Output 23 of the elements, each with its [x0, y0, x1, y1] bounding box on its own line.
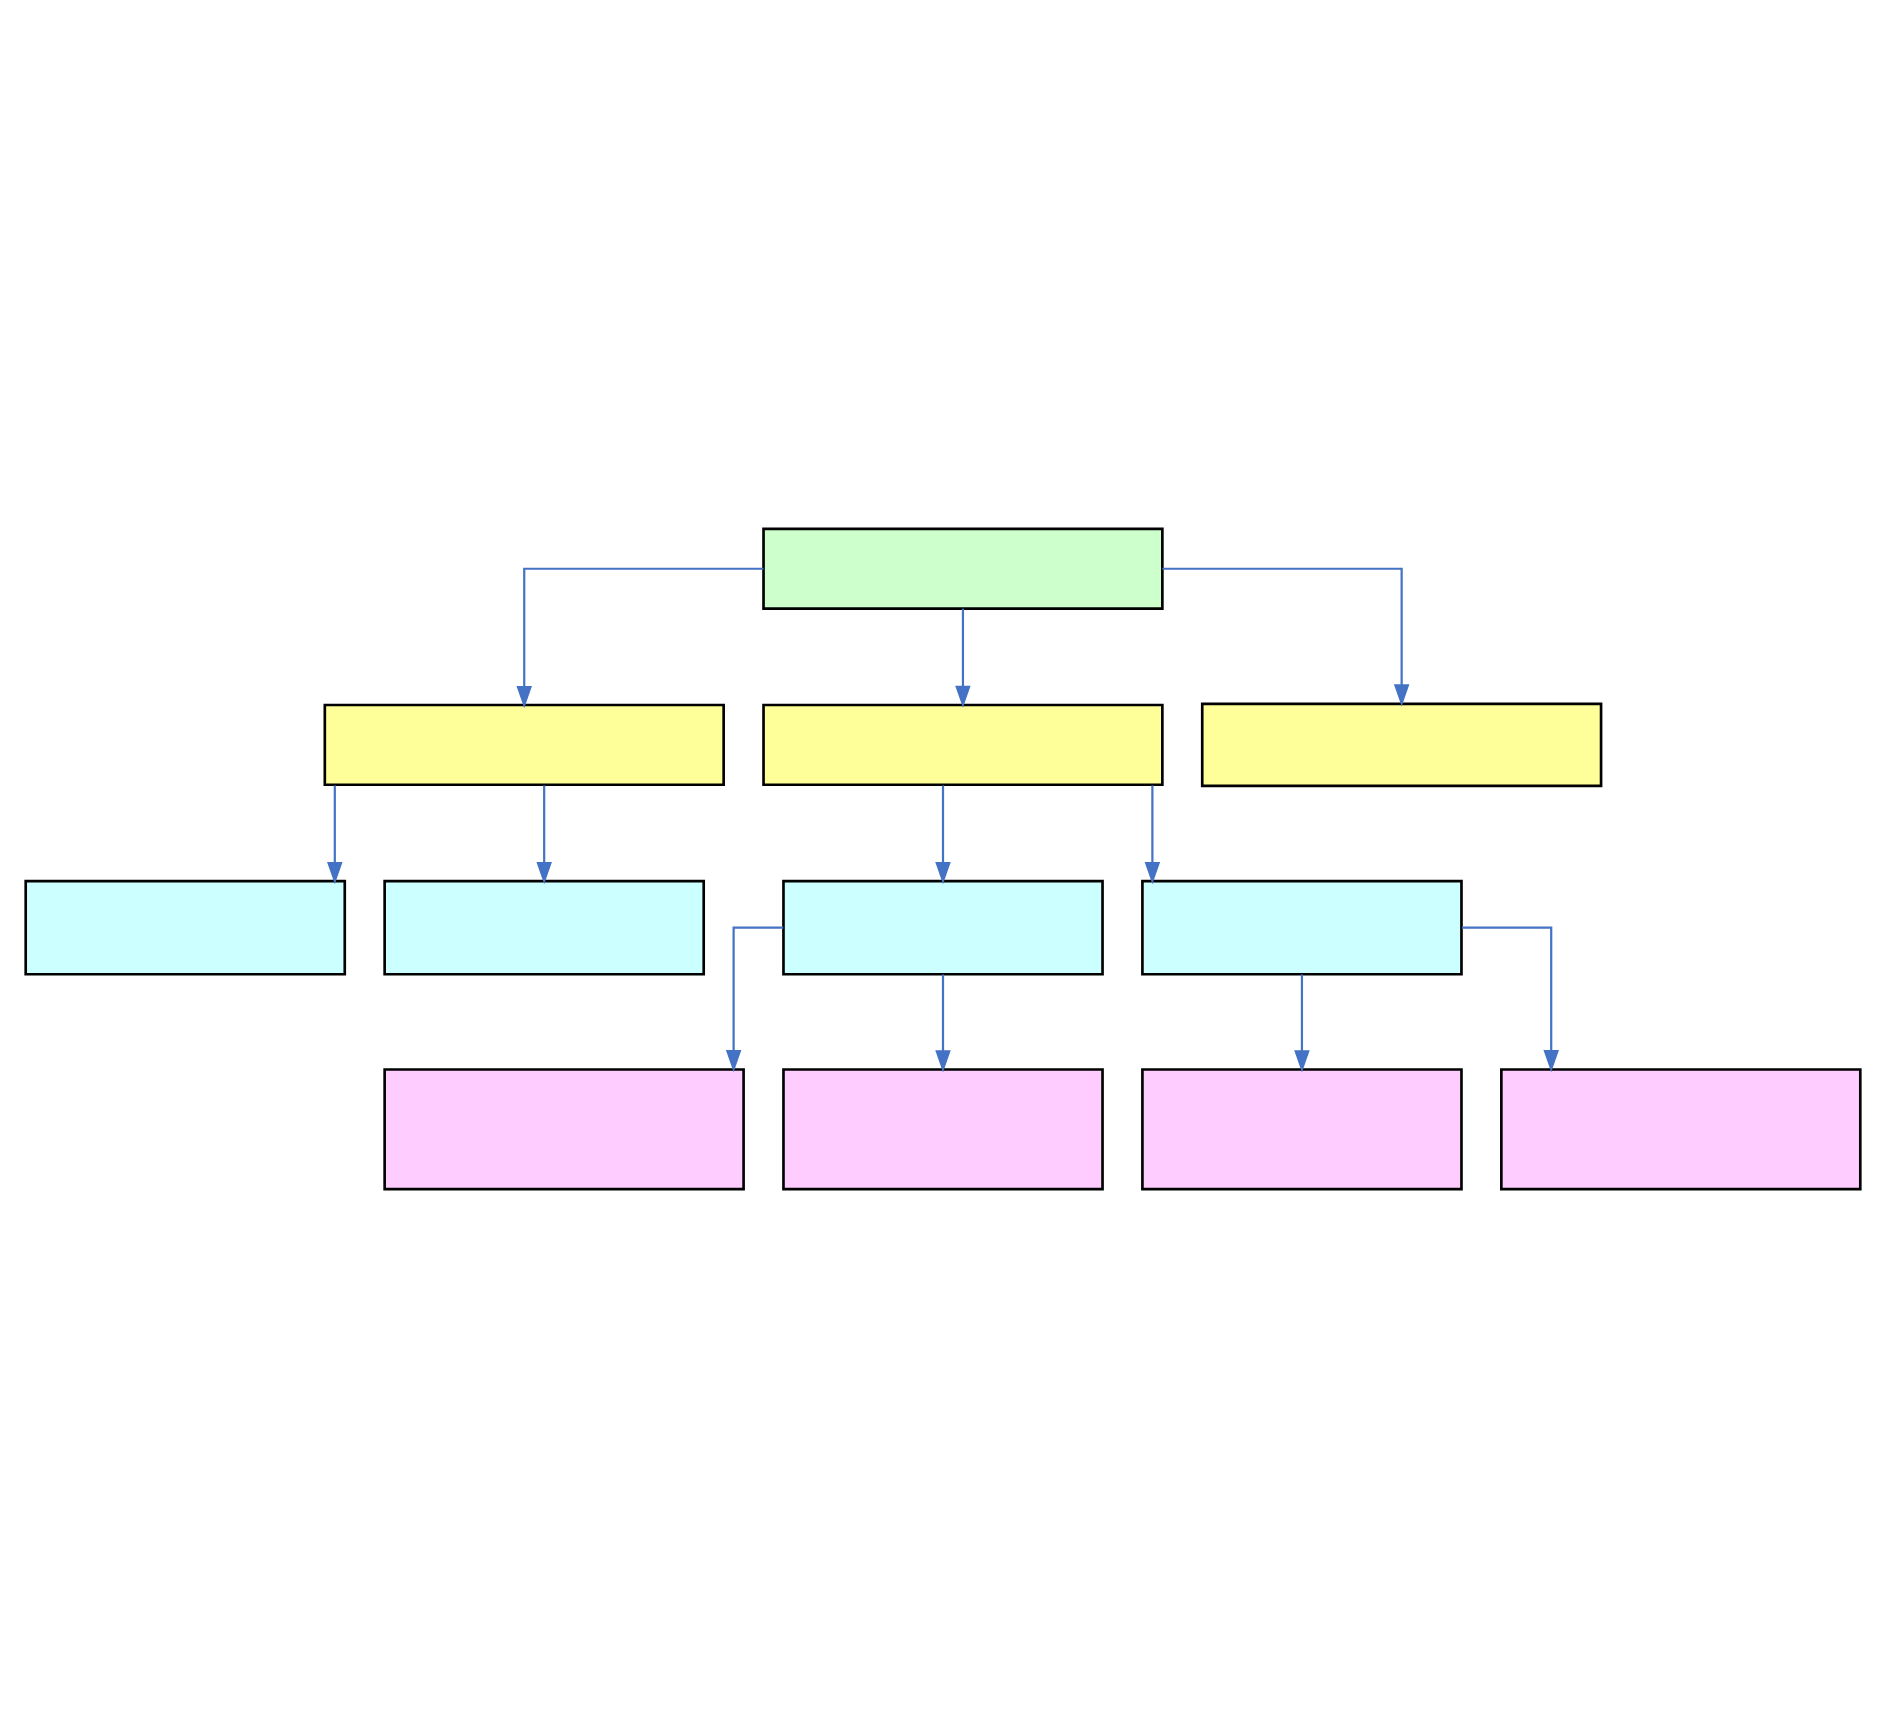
node-box: [323, 703, 725, 787]
arrow: [536, 785, 552, 885]
arrow: [1461, 926, 1559, 1073]
node-box: [1500, 1068, 1862, 1191]
arrow: [935, 785, 951, 885]
node-box: [1141, 1068, 1463, 1191]
arrow: [725, 926, 784, 1073]
node-box: [762, 527, 1164, 610]
node-box: [383, 879, 706, 976]
arrow: [1144, 785, 1161, 885]
arrow: [1294, 974, 1310, 1073]
arrow: [935, 974, 951, 1073]
node-box: [762, 703, 1164, 787]
arrow: [516, 567, 764, 709]
arrow: [327, 785, 343, 885]
node-box: [1141, 879, 1463, 976]
node-box: [383, 1068, 745, 1191]
node-box: [1200, 702, 1603, 788]
node-box: [782, 1068, 1104, 1191]
node-box: [24, 879, 347, 976]
arrow: [1162, 567, 1410, 707]
arrow: [955, 608, 971, 708]
node-box: [782, 879, 1104, 976]
